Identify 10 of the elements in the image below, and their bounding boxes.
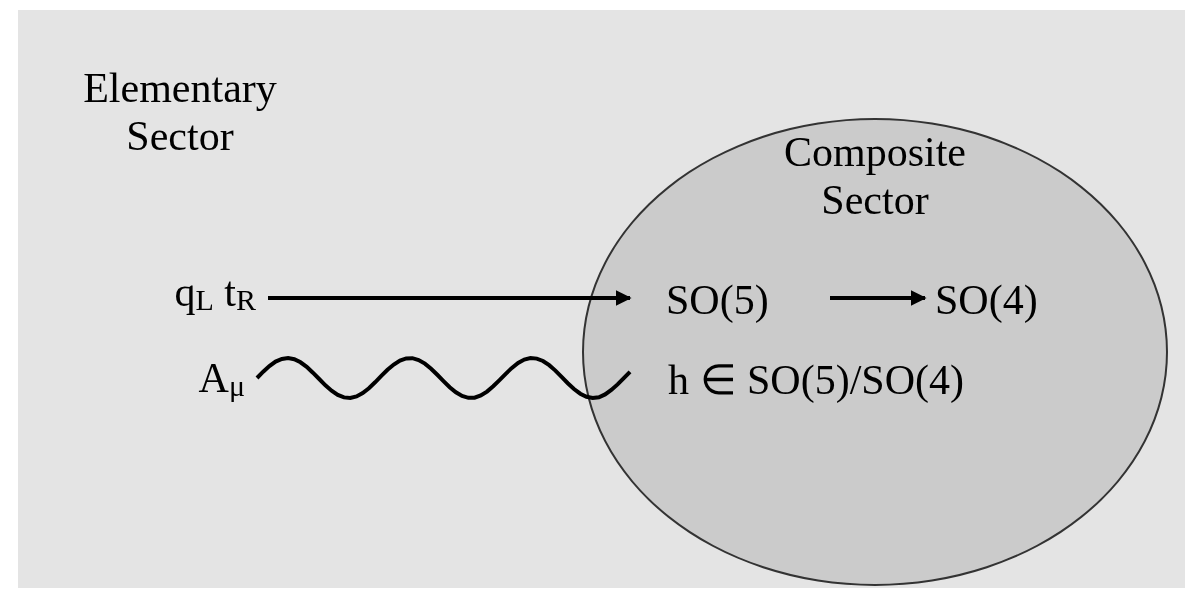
math-symbol: h ∈ SO(5)/SO(4) [632,350,1092,410]
math-symbol: SO(5) [632,270,832,330]
sector-heading: Composite Sector [783,128,967,225]
arrow [830,290,927,306]
wavy-line [255,355,632,401]
math-symbol: q$_{L}$ t$_{R}$ [40,262,268,322]
sector-heading: Elementary Sector [82,64,278,161]
math-symbol: A$_{μ}$ [125,348,257,408]
math-symbol: SO(4) [927,270,1087,330]
arrow [268,290,632,306]
